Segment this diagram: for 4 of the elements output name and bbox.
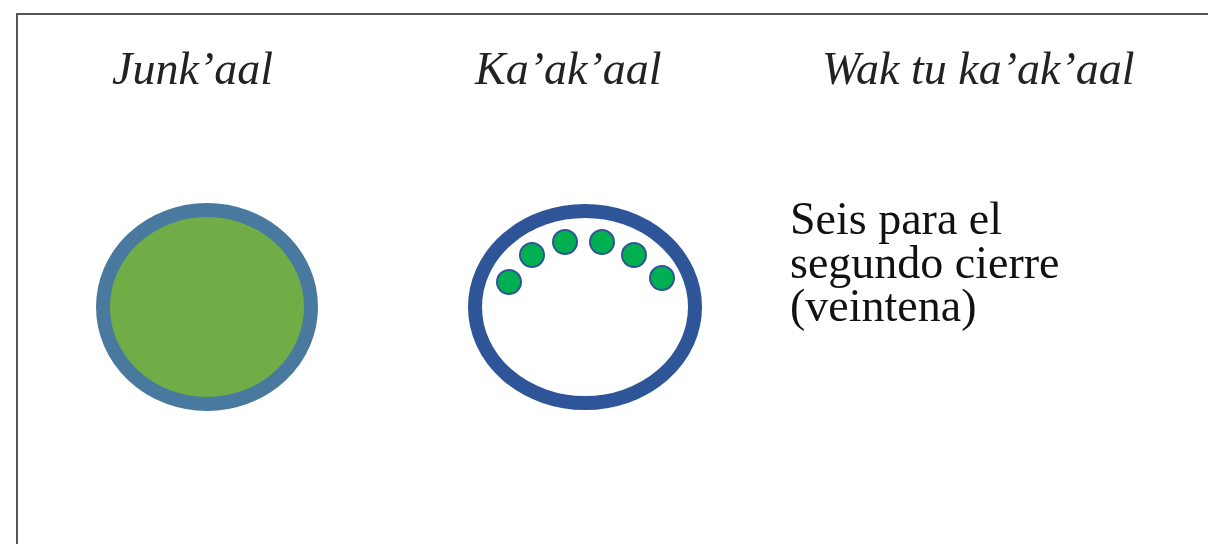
description-text: Seis para el segundo cierre (veintena) <box>790 197 1061 329</box>
column-heading: Junk’aal <box>112 42 273 95</box>
column-heading: Ka’ak’aal <box>475 42 662 95</box>
column-heading: Wak tu ka’ak’aal <box>822 42 1135 95</box>
